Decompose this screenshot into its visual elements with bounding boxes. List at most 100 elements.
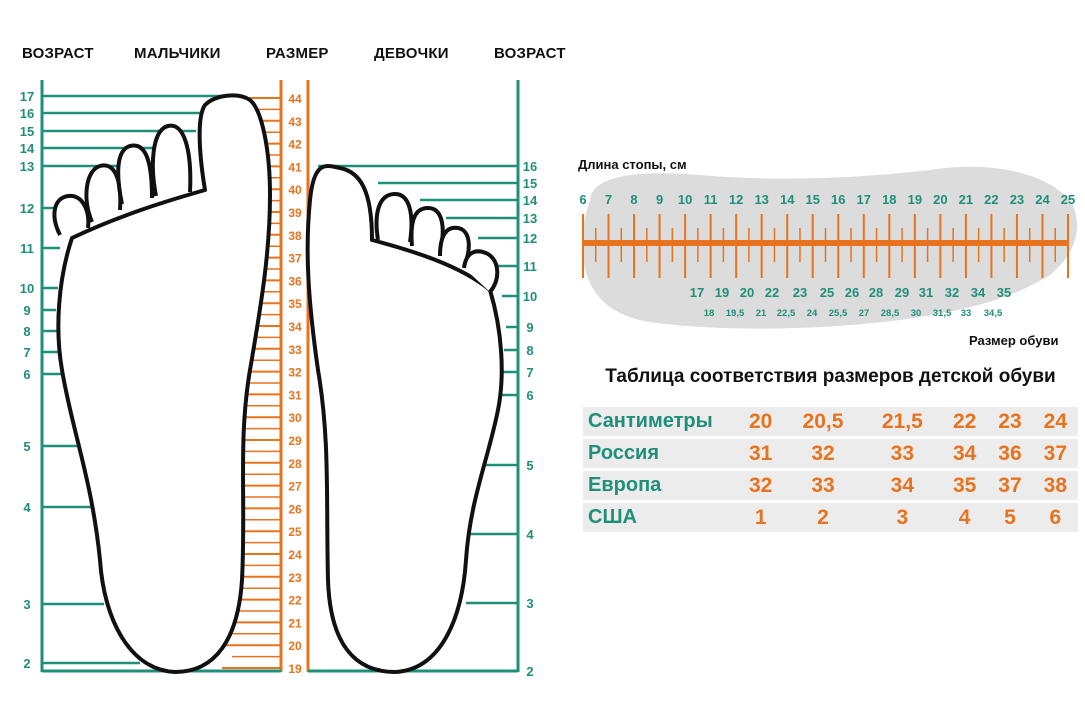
size-label: 26 (288, 502, 302, 516)
table-cell: 34 (862, 471, 942, 500)
ruler-cm-label: 12 (729, 192, 743, 207)
size-label: 29 (288, 434, 302, 448)
row-label: США (583, 503, 738, 532)
age-label-right: 11 (523, 259, 537, 274)
table-cell: 35 (941, 471, 988, 500)
size-label: 38 (288, 229, 302, 243)
shoe-size-half-label: 24 (807, 308, 818, 319)
shoe-size-half-label: 34,5 (984, 308, 1003, 319)
age-label-left: 10 (20, 281, 34, 296)
size-label: 23 (288, 571, 302, 585)
ruler-title: Длина стопы, см (578, 157, 687, 172)
shoe-size-label: 31 (919, 285, 933, 300)
ruler-cm-label: 13 (754, 192, 768, 207)
size-label: 21 (288, 616, 302, 630)
age-label-left: 17 (20, 89, 34, 104)
age-label-left: 7 (23, 345, 30, 360)
age-label-left: 16 (20, 106, 34, 121)
size-label: 36 (288, 274, 302, 288)
size-label: 34 (288, 320, 302, 334)
age-label-right: 6 (526, 388, 533, 403)
shoe-size-label: 29 (895, 285, 909, 300)
shoe-size-half-label: 21 (756, 308, 767, 319)
size-conversion-table: Сантиметры 20 20,5 21,5 22 23 24 Россия … (583, 404, 1078, 535)
size-label: 33 (288, 343, 302, 357)
table-cell: 3 (862, 503, 942, 532)
age-label-left: 11 (20, 241, 34, 256)
shoe-size-label: 22 (765, 285, 779, 300)
table-cell: 24 (1032, 407, 1078, 436)
shoe-size-label: 28 (869, 285, 883, 300)
shoe-size-label: 25 (820, 285, 834, 300)
table-cell: 6 (1032, 503, 1078, 532)
size-label: 43 (288, 115, 302, 129)
table-cell: 32 (783, 439, 863, 468)
shoe-size-half-label: 28,5 (881, 308, 900, 319)
size-label: 27 (288, 480, 302, 494)
age-label-left: 12 (20, 201, 34, 216)
ruler-cm-label: 19 (908, 192, 922, 207)
age-label-right: 15 (523, 176, 537, 191)
age-label-right: 4 (526, 527, 534, 542)
ruler-cm-label: 7 (605, 192, 612, 207)
shoe-size-half-label: 22,5 (777, 308, 796, 319)
shoe-size-label: 20 (740, 285, 754, 300)
table-cell: 5 (987, 503, 1033, 532)
ruler-cm-label: 16 (831, 192, 845, 207)
header-size: РАЗМЕР (266, 45, 329, 62)
age-label-left: 6 (23, 367, 30, 382)
shoe-size-half-label: 25,5 (829, 308, 848, 319)
ruler-foot-silhouette (581, 166, 1078, 329)
table-cell: 32 (738, 471, 784, 500)
ruler-cm-label: 11 (704, 192, 718, 207)
table-row: Сантиметры 20 20,5 21,5 22 23 24 (583, 407, 1078, 436)
ruler-cm-label: 8 (630, 192, 637, 207)
size-label: 31 (288, 388, 302, 402)
age-label-left: 15 (20, 124, 34, 139)
ruler-cm-label: 18 (882, 192, 896, 207)
header-age-right: ВОЗРАСТ (494, 45, 566, 62)
age-label-left: 14 (20, 141, 35, 156)
age-label-left: 13 (20, 159, 34, 174)
size-label: 28 (288, 457, 302, 471)
shoe-size-half-label: 27 (859, 308, 870, 319)
size-label: 32 (288, 366, 302, 380)
shoe-size-label: 19 (715, 285, 729, 300)
table-cell: 2 (783, 503, 863, 532)
shoe-size-half-label: 31,5 (933, 308, 952, 319)
age-label-right: 16 (523, 159, 537, 174)
shoe-size-label: 35 (997, 285, 1011, 300)
age-label-left: 9 (23, 303, 30, 318)
size-label: 19 (288, 662, 302, 676)
table-cell: 33 (862, 439, 942, 468)
shoe-size-half-label: 18 (704, 308, 715, 319)
age-label-right: 2 (526, 664, 533, 679)
table-cell: 22 (941, 407, 988, 436)
age-label-right: 5 (526, 458, 533, 473)
table-cell: 23 (987, 407, 1033, 436)
table-title: Таблица соответствия размеров детской об… (605, 366, 1056, 387)
shoe-size-half-label: 30 (911, 308, 922, 319)
shoe-size-label: 17 (690, 285, 704, 300)
age-label-right: 3 (526, 596, 533, 611)
ruler-cm-label: 24 (1035, 192, 1050, 207)
size-label: 44 (288, 92, 302, 106)
ruler-cm-label: 10 (678, 192, 692, 207)
size-label: 39 (288, 206, 302, 220)
size-label: 30 (288, 411, 302, 425)
size-label: 35 (288, 297, 302, 311)
table-cell: 37 (987, 471, 1033, 500)
header-age-left: ВОЗРАСТ (22, 45, 94, 62)
table-cell: 21,5 (862, 407, 942, 436)
age-label-left: 8 (23, 324, 30, 339)
size-label: 25 (288, 525, 302, 539)
table-row: Европа 32 33 34 35 37 38 (583, 471, 1078, 500)
age-label-right: 14 (523, 193, 538, 208)
shoe-size-label: 23 (793, 285, 807, 300)
header-girls: ДЕВОЧКИ (374, 45, 449, 62)
age-label-left: 3 (23, 597, 30, 612)
row-label: Европа (583, 471, 738, 500)
table-cell: 37 (1032, 439, 1078, 468)
table-cell: 4 (941, 503, 988, 532)
